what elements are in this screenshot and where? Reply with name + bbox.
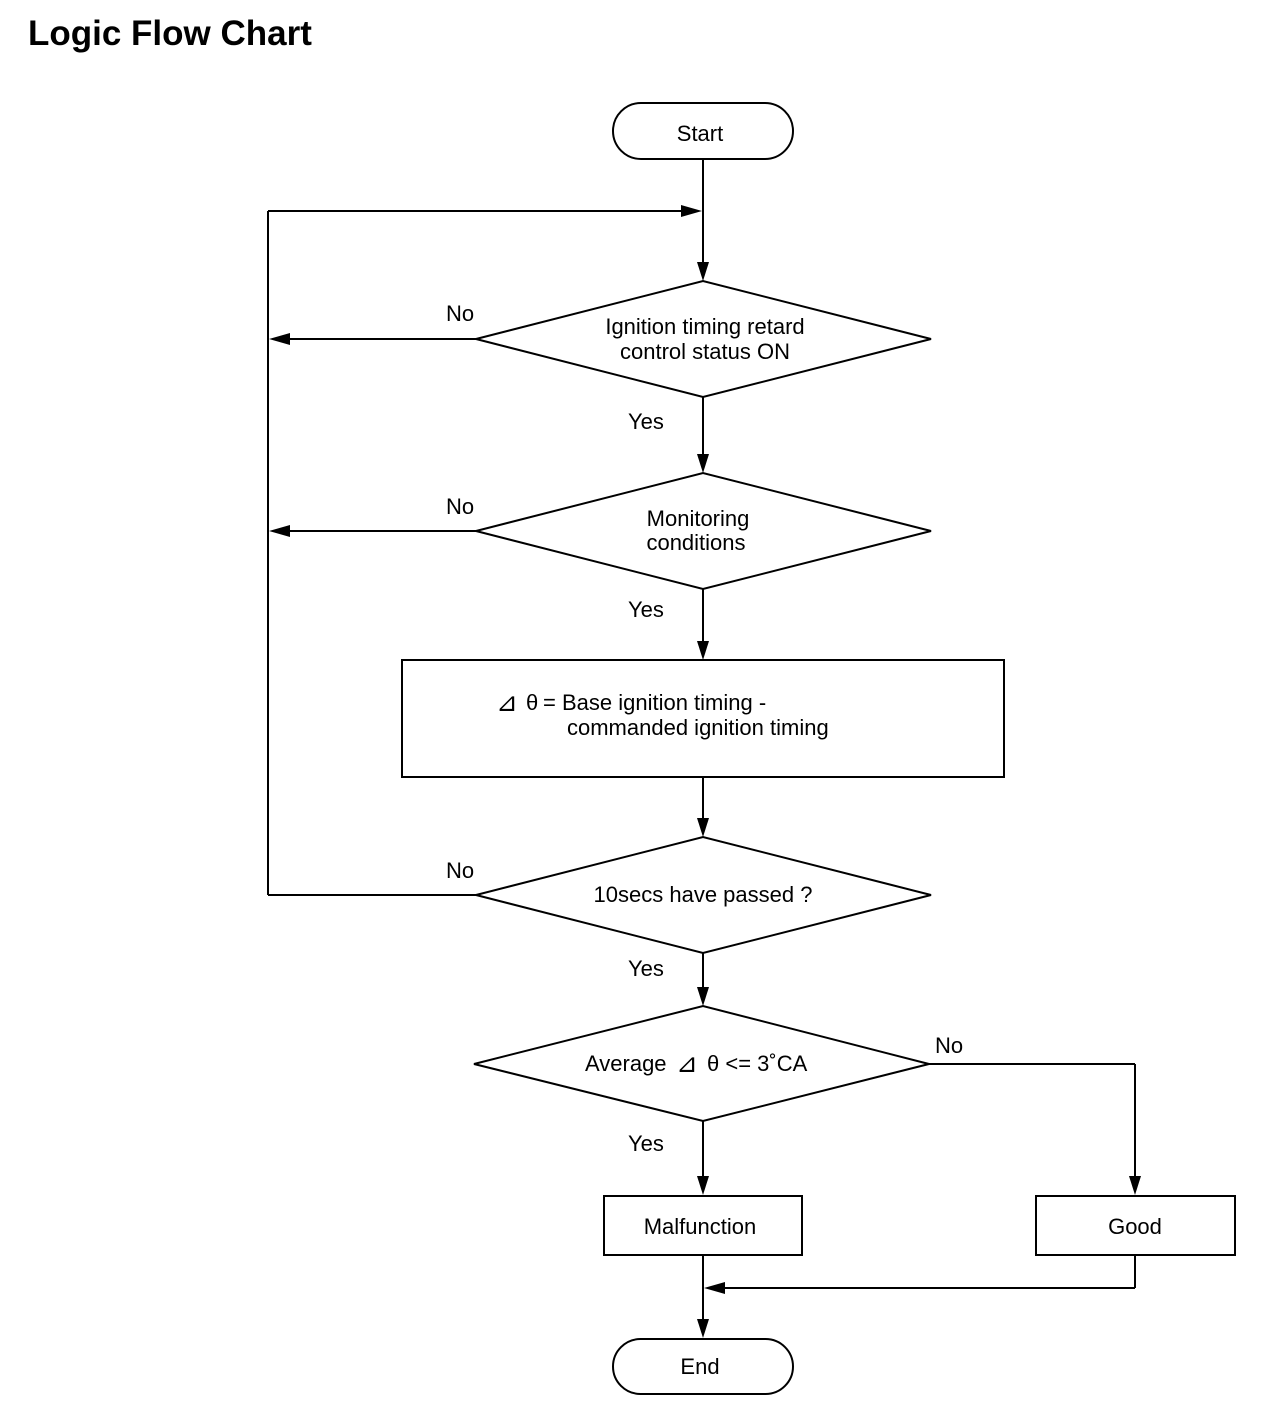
page-title: Logic Flow Chart [28,14,312,53]
edge-label-no: No [446,301,474,326]
malfunction-label: Malfunction [644,1214,757,1239]
decision-average-prefix: Average [585,1051,667,1076]
arrowhead-loop-return [681,205,702,217]
malfunction-box [603,1195,803,1256]
decision-retard-status [475,279,932,399]
arrowhead-retard-no [269,333,290,345]
arrowhead-malfunction-in [697,1176,709,1195]
decision-average [473,1004,930,1123]
process-line2: commanded ignition timing [567,715,829,740]
edge-label-yes: Yes [628,956,664,981]
decision-average-delta: ⊿ [676,1048,698,1078]
end-terminal [612,1338,794,1395]
decision-monitoring-conditions [475,471,932,591]
decision-retard-line1: Ignition timing retard [605,314,804,339]
arrowhead-monitoring-no [269,525,290,537]
process-line1: = Base ignition timing - [543,690,766,715]
good-label: Good [1108,1214,1162,1239]
end-label: End [680,1354,719,1379]
delta-symbol: ⊿ [496,687,518,717]
process-delta-theta [401,659,1005,778]
decision-monitoring-line1: Monitoring [647,506,750,531]
arrowhead-process-in [697,641,709,660]
decision-10secs [475,835,932,955]
start-label: Start [677,121,723,146]
edge-label-no: No [935,1033,963,1058]
edge-label-yes: Yes [628,409,664,434]
arrowhead-monitoring-in [697,454,709,473]
good-box [1035,1195,1236,1256]
decision-monitoring-line2: conditions [646,530,745,555]
start-terminal [612,102,794,160]
decision-10secs-label: 10secs have passed ? [594,882,813,907]
arrowhead-good-in [1129,1176,1141,1195]
edge-label-no: No [446,494,474,519]
theta-symbol: θ [526,690,538,715]
arrowhead-average-in [697,987,709,1006]
edge-label-no: No [446,858,474,883]
arrowhead-retard-in [697,262,709,281]
arrowhead-good-merge [704,1282,725,1294]
arrowhead-end-in [697,1319,709,1338]
decision-average-suffix: θ <= 3˚CA [707,1051,808,1076]
edge-label-yes: Yes [628,1131,664,1156]
decision-retard-line2: control status ON [620,339,790,364]
edge-label-yes: Yes [628,597,664,622]
arrowhead-10secs-in [697,818,709,837]
